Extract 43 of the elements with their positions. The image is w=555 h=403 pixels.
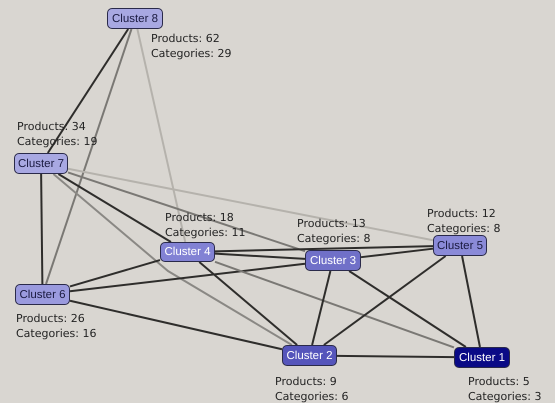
connector-line [360, 248, 434, 258]
connector-line [311, 270, 332, 346]
stat-label: Categories: 8 [297, 231, 370, 246]
connector-line [336, 354, 454, 358]
connector-line [214, 252, 306, 260]
connector-line [198, 261, 298, 346]
connector-line [68, 172, 306, 252]
cluster-box: Cluster 5 [433, 235, 487, 256]
stat-label: Products: 62 [151, 31, 220, 46]
connector-line [52, 173, 292, 346]
connector-line [68, 168, 434, 242]
cluster-box: Cluster 1 [454, 347, 510, 368]
stat-label: Categories: 11 [165, 225, 246, 240]
stat-label: Products: 18 [165, 210, 234, 225]
stat-label: Categories: 8 [427, 221, 500, 236]
connector-line [70, 262, 306, 292]
stat-label: Products: 9 [275, 374, 337, 389]
cluster-box: Cluster 8 [107, 8, 163, 29]
connector-line [461, 256, 481, 348]
stat-label: Products: 13 [297, 216, 366, 231]
stat-label: Products: 12 [427, 206, 496, 221]
cluster-box: Cluster 6 [15, 284, 70, 305]
connector-line [214, 245, 434, 252]
connector-line [70, 259, 160, 288]
stat-label: Products: 26 [16, 311, 85, 326]
connector-line [323, 255, 446, 346]
cluster-box: Cluster 2 [282, 345, 337, 366]
stat-label: Categories: 16 [16, 326, 96, 341]
connector-line [40, 174, 44, 284]
connector-line [70, 300, 282, 350]
connector-line [136, 28, 186, 242]
cluster-box: Cluster 7 [14, 153, 68, 174]
stat-label: Products: 5 [468, 374, 530, 389]
connector-line [45, 28, 132, 284]
connector-line [46, 28, 130, 154]
stat-label: Categories: 3 [468, 389, 542, 403]
cluster-box: Cluster 4 [160, 242, 215, 262]
cluster-box: Cluster 3 [305, 250, 361, 271]
connector-line [214, 260, 454, 348]
stat-label: Categories: 29 [151, 46, 232, 61]
stat-label: Categories: 6 [275, 389, 348, 403]
connector-line [348, 270, 466, 348]
connector-line [58, 173, 172, 243]
